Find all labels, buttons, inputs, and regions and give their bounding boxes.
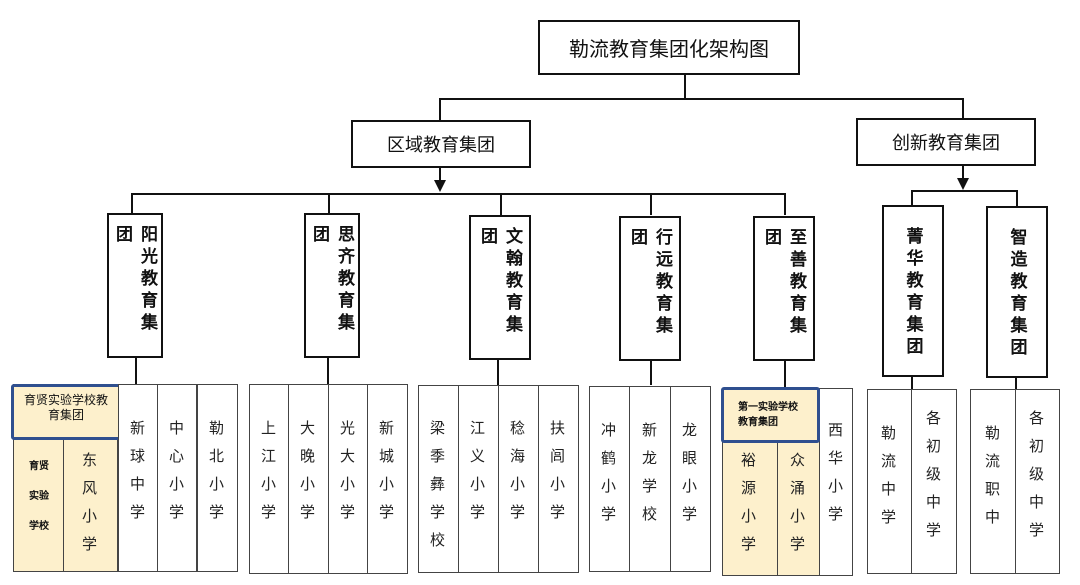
school-name: 西华小学 xyxy=(826,422,844,534)
school-name: 众涌小学 xyxy=(788,452,806,564)
regional-group-node: 区域教育集团 xyxy=(351,120,531,168)
group-label: 菁华教育集团 xyxy=(902,227,923,359)
school-name-line: 学校 xyxy=(29,521,49,532)
school-name: 各初级中学 xyxy=(924,410,942,550)
connector xyxy=(135,358,137,384)
group-label: 阳光教育集团 xyxy=(112,225,157,335)
group-yangguang: 阳光教育集团 xyxy=(107,213,163,358)
group-label: 文翰教育集团 xyxy=(477,227,522,337)
connector xyxy=(684,75,686,99)
connector xyxy=(131,193,786,195)
school-column xyxy=(819,388,853,576)
connector xyxy=(439,98,964,100)
root-title: 勒流教育集团化架构图 xyxy=(569,37,769,61)
connector xyxy=(327,358,329,384)
group-xingyuan: 行远教育集团 xyxy=(619,216,681,361)
school-name: 龙眼小学 xyxy=(680,422,698,534)
school-column xyxy=(1015,389,1060,574)
school-name: 勒流职中 xyxy=(983,425,1001,537)
school-name: 上江小学 xyxy=(259,420,277,532)
connector xyxy=(911,377,913,389)
school-name: 稔海小学 xyxy=(508,420,526,532)
school-name-line: 实验 xyxy=(29,491,49,502)
connector xyxy=(650,193,652,215)
connector xyxy=(962,98,964,118)
sub-group-diyi: 第一实验学校教育集团 xyxy=(721,387,820,443)
connector xyxy=(439,98,441,120)
group-jinghua: 菁华教育集团 xyxy=(882,205,944,377)
group-label: 行远教育集团 xyxy=(627,228,672,338)
connector xyxy=(911,190,1017,192)
group-label: 至善教育集团 xyxy=(761,228,806,338)
connector xyxy=(439,168,441,182)
school-column xyxy=(498,385,539,573)
sub-group-yuxian: 育贤实验学校教育集团 xyxy=(11,384,121,440)
group-zhizao: 智造教育集团 xyxy=(986,206,1048,378)
school-name: 光大小学 xyxy=(338,420,356,532)
arrow-down-icon xyxy=(434,180,446,192)
connector xyxy=(500,193,502,215)
group-zhishan: 至善教育集团 xyxy=(753,216,815,361)
school-column xyxy=(589,386,630,572)
connector xyxy=(911,190,913,206)
connector xyxy=(650,361,652,385)
school-yuxian: 育贤实验学校 xyxy=(18,452,60,542)
school-name: 江义小学 xyxy=(468,420,486,532)
school-column xyxy=(867,389,912,574)
school-name: 梁季彝学校 xyxy=(428,420,446,560)
innovation-group-node: 创新教育集团 xyxy=(856,118,1036,166)
root-node: 勒流教育集团化架构图 xyxy=(538,20,800,75)
connector xyxy=(784,361,786,387)
arrow-down-icon xyxy=(957,178,969,190)
connector xyxy=(1015,378,1017,389)
school-name: 中心小学 xyxy=(167,420,185,532)
school-name: 新龙学校 xyxy=(640,422,658,534)
group-wenhan: 文翰教育集团 xyxy=(469,215,531,360)
connector xyxy=(497,360,499,386)
school-name: 新球中学 xyxy=(128,420,146,532)
school-column xyxy=(970,389,1016,574)
connector xyxy=(962,166,964,180)
school-column xyxy=(157,384,197,572)
school-name-line: 育贤 xyxy=(29,461,49,472)
connector xyxy=(328,193,330,213)
school-name: 裕源小学 xyxy=(739,452,757,564)
connector xyxy=(1016,190,1018,206)
innovation-group-label: 创新教育集团 xyxy=(892,133,1000,154)
school-column xyxy=(249,384,289,574)
school-name: 各初级中学 xyxy=(1027,410,1045,550)
school-name: 冲鹤小学 xyxy=(599,422,617,534)
school-column xyxy=(670,386,711,572)
regional-group-label: 区域教育集团 xyxy=(387,135,495,156)
connector xyxy=(784,193,786,215)
school-column xyxy=(197,384,238,572)
school-name: 东风小学 xyxy=(80,452,98,564)
school-name: 勒北小学 xyxy=(207,420,225,532)
school-column xyxy=(367,384,408,574)
connector xyxy=(131,193,133,213)
school-column xyxy=(328,384,368,574)
group-label: 智造教育集团 xyxy=(1006,228,1027,360)
school-name: 大晚小学 xyxy=(298,420,316,532)
school-name: 新城小学 xyxy=(377,420,395,532)
group-siqi: 思齐教育集团 xyxy=(304,213,360,358)
school-name: 勒流中学 xyxy=(879,425,897,537)
sub-group-label: 第一实验学校教育集团 xyxy=(738,402,798,428)
sub-group-label: 育贤实验学校教育集团 xyxy=(24,393,109,422)
school-column xyxy=(911,389,957,574)
school-column xyxy=(538,385,579,573)
school-name: 扶闾小学 xyxy=(548,420,566,532)
group-label: 思齐教育集团 xyxy=(309,225,354,335)
